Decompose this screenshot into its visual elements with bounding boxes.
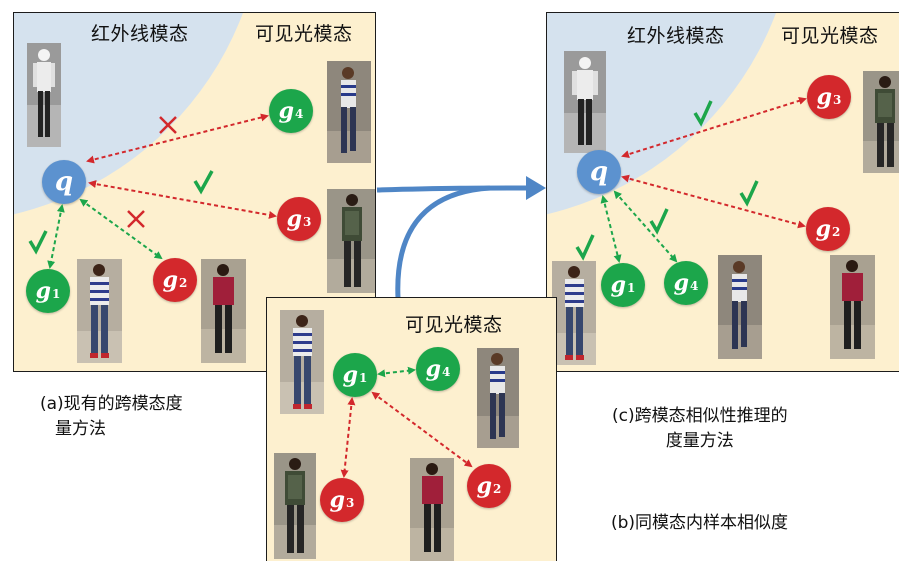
check-icon bbox=[739, 180, 759, 207]
infrared-modality-label: 红外线模态 bbox=[91, 23, 189, 45]
person-photo-g3 bbox=[274, 453, 316, 559]
edge-g1-g2 bbox=[371, 391, 473, 468]
query-node-q: q bbox=[42, 160, 86, 204]
query-node-q: q bbox=[577, 150, 621, 194]
person-photo-g3 bbox=[863, 71, 899, 173]
visible-modality-label: 可见光模态 bbox=[405, 314, 503, 336]
person-photo-g2 bbox=[201, 259, 246, 363]
person-photo-g3 bbox=[327, 189, 375, 293]
infrared-query-photo bbox=[27, 43, 61, 147]
person-photo-g2 bbox=[830, 255, 875, 359]
edge-q-g1 bbox=[600, 195, 622, 263]
edge-q-g2 bbox=[79, 198, 163, 260]
check-icon bbox=[28, 230, 48, 255]
panel-c-proposed-method: 红外线模态 可见光模态 bbox=[546, 12, 899, 372]
edge-g1-g3 bbox=[340, 397, 356, 478]
caption-c: (c)跨模态相似性推理的 度量方法 bbox=[612, 406, 788, 451]
person-photo-g1 bbox=[77, 259, 122, 363]
check-icon bbox=[193, 170, 214, 195]
person-photo-g1 bbox=[552, 261, 596, 365]
cross-icon bbox=[127, 210, 145, 228]
infrared-query-photo bbox=[564, 51, 606, 153]
caption-b: (b)同模态内样本相似度 bbox=[611, 513, 789, 533]
person-photo-g2 bbox=[410, 458, 454, 561]
person-photo-g4 bbox=[327, 61, 371, 163]
person-photo-g4 bbox=[477, 348, 519, 448]
panel-a-existing-method: 红外线模态 可见光模态 bbox=[13, 12, 376, 372]
check-icon bbox=[649, 208, 669, 235]
infrared-modality-label: 红外线模态 bbox=[627, 25, 725, 47]
edge-q-g4 bbox=[613, 190, 678, 263]
person-photo-g1 bbox=[280, 310, 324, 414]
caption-a: (a)现有的跨模态度 量方法 bbox=[40, 394, 183, 439]
visible-modality-label: 可见光模态 bbox=[781, 25, 879, 47]
edge-q-g3 bbox=[88, 180, 277, 219]
person-photo-g4 bbox=[718, 255, 762, 359]
check-icon bbox=[575, 234, 595, 261]
visible-modality-label: 可见光模态 bbox=[255, 23, 353, 45]
edge-q-g2 bbox=[621, 174, 806, 229]
edge-g1-g4 bbox=[377, 366, 416, 378]
edge-q-g1 bbox=[47, 204, 65, 269]
